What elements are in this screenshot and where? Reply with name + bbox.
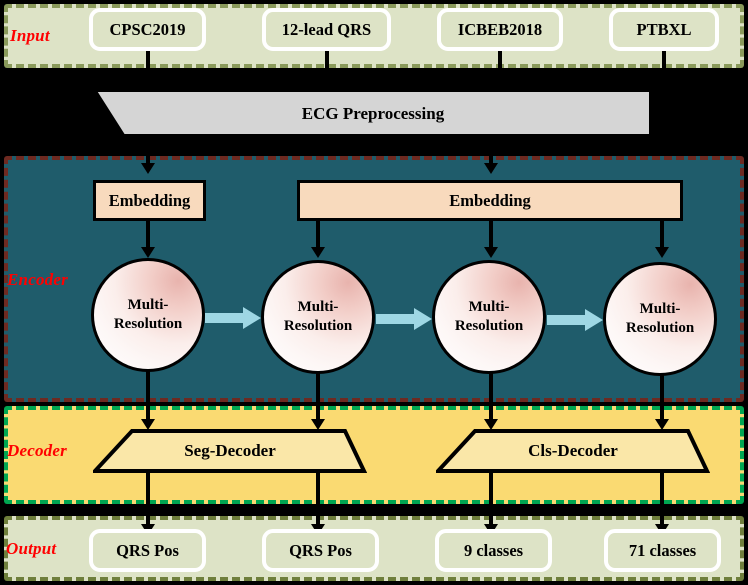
input-dataset-icbeb2018[interactable]: ICBEB2018 (437, 8, 563, 51)
ecg-preprocessing-shape (94, 90, 651, 136)
multiresolution-block-1[interactable]: Multi- Resolution (91, 258, 205, 372)
input-dataset-12lead-qrs[interactable]: 12-lead QRS (262, 8, 391, 51)
connector-prep-to-embed-2 (489, 139, 493, 165)
arrowhead-embed2-to-block3 (484, 247, 498, 258)
connector-clsdecoder-to-output4 (660, 472, 664, 526)
output-result-9-classes[interactable]: 9 classes (435, 529, 552, 572)
connector-segdecoder-to-output1 (146, 472, 150, 526)
multiresolution-block-1-line2: Resolution (113, 316, 183, 332)
arrowhead-block2-to-segdecoder (311, 419, 325, 430)
output-result-qrs-pos-1[interactable]: QRS Pos (89, 529, 206, 572)
embedding-box-right[interactable]: Embedding (297, 180, 683, 221)
multiresolution-block-3-line1: Multi- (468, 299, 510, 316)
flow-arrow-block2-block3 (376, 308, 432, 330)
connector-clsdecoder-to-output3 (489, 472, 493, 526)
cls-decoder-shape[interactable] (436, 428, 710, 474)
decoder-section-label: Decoder (7, 441, 67, 460)
arrowhead-block4-to-clsdecoder (655, 419, 669, 430)
multiresolution-block-1-line1: Multi- (127, 297, 169, 314)
connector-segdecoder-to-output2 (316, 472, 320, 526)
encoder-section-label: Encoder (7, 270, 68, 289)
connector-embed1-to-block1 (146, 221, 150, 250)
connector-prep-to-embed-1 (146, 139, 150, 165)
connector-block2-to-segdecoder (316, 372, 320, 421)
multiresolution-block-4-line1: Multi- (639, 301, 681, 318)
connector-input-12lead (325, 51, 329, 90)
multiresolution-block-2[interactable]: Multi- Resolution (261, 260, 375, 374)
output-section-label: Output (6, 539, 57, 558)
input-dataset-cpsc2019[interactable]: CPSC2019 (89, 8, 206, 51)
connector-input-ptbxl (662, 51, 666, 90)
connector-embed2-to-block2 (316, 221, 320, 250)
connector-embed2-to-block3 (489, 221, 493, 250)
connector-block1-to-segdecoder (146, 370, 150, 421)
embedding-box-left[interactable]: Embedding (93, 180, 206, 221)
output-result-qrs-pos-2[interactable]: QRS Pos (262, 529, 379, 572)
connector-block4-to-clsdecoder (660, 374, 664, 421)
arrowhead-block1-to-segdecoder (141, 419, 155, 430)
output-result-71-classes[interactable]: 71 classes (604, 529, 721, 572)
multiresolution-block-2-line2: Resolution (283, 318, 353, 334)
input-dataset-ptbxl[interactable]: PTBXL (609, 8, 719, 51)
multiresolution-block-4[interactable]: Multi- Resolution (603, 262, 717, 376)
arrowhead-block3-to-clsdecoder (484, 419, 498, 430)
connector-block3-to-clsdecoder (489, 372, 493, 421)
multiresolution-block-2-line1: Multi- (297, 299, 339, 316)
arrowhead-embed2-to-block4 (655, 247, 669, 258)
connector-embed2-to-block4 (660, 221, 664, 250)
arrowhead-embed2-to-block2 (311, 247, 325, 258)
multiresolution-block-3[interactable]: Multi- Resolution (432, 260, 546, 374)
arrowhead-embed1-to-block1 (141, 247, 155, 258)
multiresolution-block-3-line2: Resolution (454, 318, 524, 334)
input-section-label: Input (10, 26, 50, 45)
connector-input-cpsc2019 (146, 51, 150, 90)
flow-arrow-block1-block2 (205, 307, 261, 329)
connector-input-icbeb2018 (498, 51, 502, 90)
multiresolution-block-4-line2: Resolution (625, 320, 695, 336)
arrowhead-prep-to-embed-1 (141, 163, 155, 174)
arrowhead-prep-to-embed-2 (484, 163, 498, 174)
flow-arrow-block3-block4 (547, 309, 603, 331)
seg-decoder-shape[interactable] (93, 428, 367, 474)
